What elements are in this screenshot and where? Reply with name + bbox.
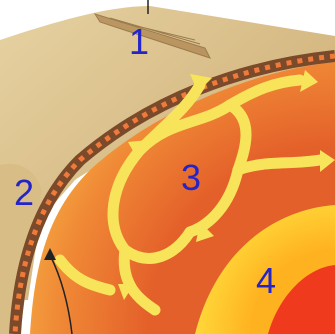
label-3: 3 (181, 160, 201, 196)
label-4: 4 (256, 263, 276, 299)
label-2: 2 (14, 175, 34, 211)
label-1: 1 (129, 24, 149, 60)
